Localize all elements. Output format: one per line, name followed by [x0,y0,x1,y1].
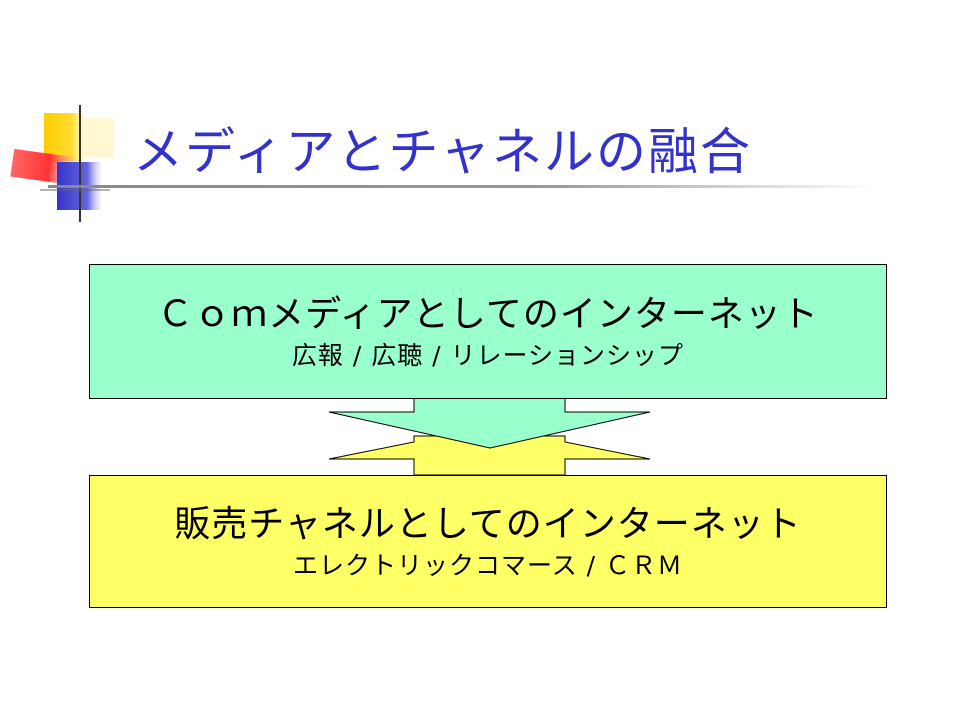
down-arrow-green [328,396,651,449]
bottom-box-sub-text: エレクトリックコマース / ＣＲＭ [292,550,684,580]
logo-yellow-square [44,113,84,161]
top-box-com-media: Ｃｏｍメディアとしてのインターネット 広報 / 広聴 / リレーションシップ [89,264,887,399]
slide-title: メディアとチャネルの融合 [133,123,752,181]
bottom-box-main-text: 販売チャネルとしてのインターネット [174,503,802,545]
up-arrow-yellow [328,435,651,476]
logo-yellow-fade [84,118,114,158]
top-box-sub-text: 広報 / 広聴 / リレーションシップ [291,340,685,370]
bottom-box-sales-channel: 販売チャネルとしてのインターネット エレクトリックコマース / ＣＲＭ [89,475,887,608]
title-underline [48,185,878,188]
top-box-main-text: Ｃｏｍメディアとしてのインターネット [157,293,819,335]
